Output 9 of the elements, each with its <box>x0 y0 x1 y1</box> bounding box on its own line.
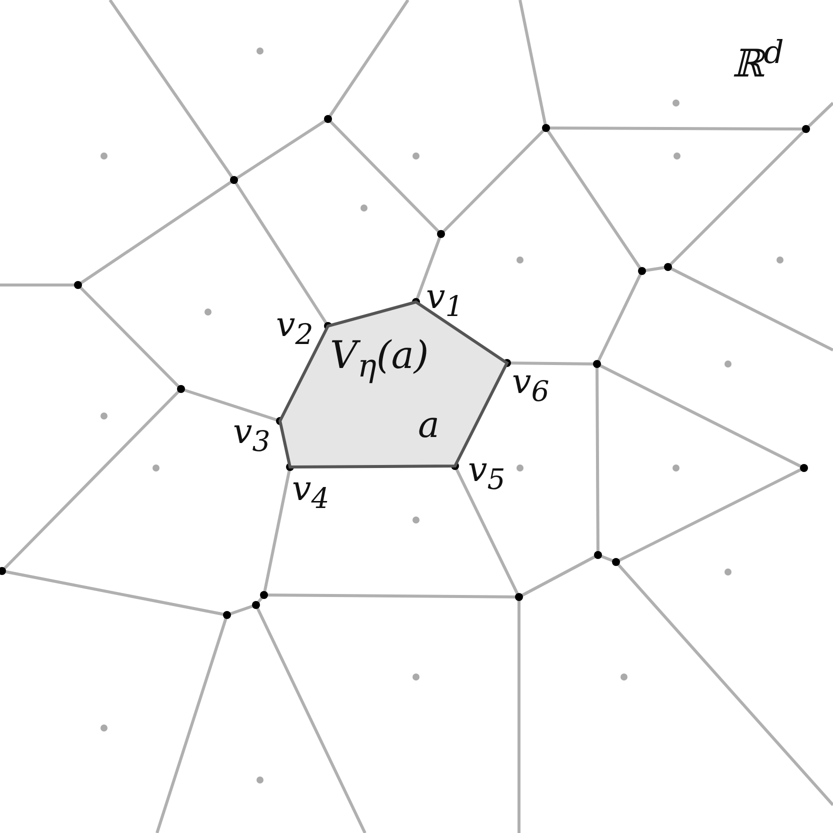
cell-label: V$_{η}$(a) <box>330 336 429 384</box>
vertex-label: v$_{4}$ <box>292 472 330 514</box>
point-label: a <box>418 408 440 444</box>
vertex-label: v$_{2}$ <box>276 308 314 350</box>
vertex-label: v$_{3}$ <box>233 415 270 456</box>
vertex-label: v$_{1}$ <box>426 280 464 322</box>
vertex-label: v$_{5}$ <box>468 453 506 494</box>
vertex-label: v$_{6}$ <box>512 365 550 406</box>
space-label: ℝ$^{d}$ <box>732 38 784 83</box>
